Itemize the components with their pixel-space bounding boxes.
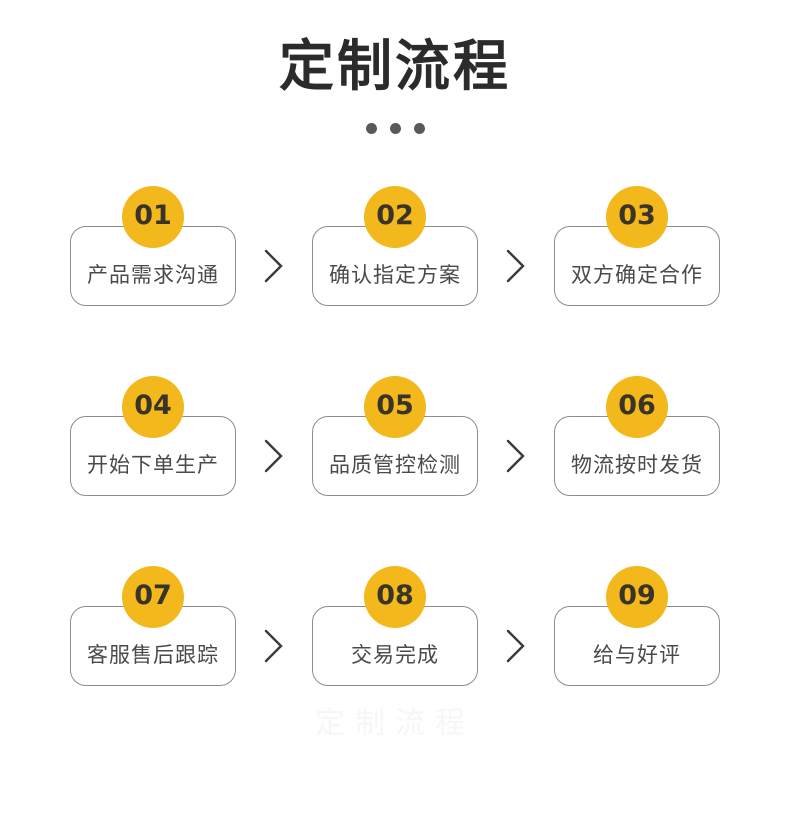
step-number-badge: 02 [364, 185, 426, 248]
process-steps-grid: 01 产品需求沟通 02 确认指定方案 [0, 185, 790, 756]
chevron-right-icon [264, 629, 283, 662]
step-label: 确认指定方案 [329, 263, 461, 287]
process-step-row: 07 客服售后跟踪 08 交易完成 [0, 565, 790, 756]
process-step-09[interactable]: 09 给与好评 [554, 565, 720, 706]
step-separator [478, 376, 554, 516]
step-number-badge: 04 [122, 375, 184, 438]
chevron-right-icon [506, 249, 525, 282]
step-number: 08 [376, 580, 414, 611]
step-number-badge: 01 [122, 185, 184, 248]
process-step-04[interactable]: 04 开始下单生产 [70, 375, 236, 516]
step-number-badge: 06 [606, 375, 668, 438]
step-label: 客服售后跟踪 [87, 643, 219, 667]
divider-dot-icon [389, 122, 401, 134]
process-step-07[interactable]: 07 客服售后跟踪 [70, 565, 236, 706]
step-number: 07 [134, 580, 172, 611]
process-step-05[interactable]: 05 品质管控检测 [312, 375, 478, 516]
page-title: 定制流程 [278, 34, 511, 98]
chevron-right-icon [264, 249, 283, 282]
step-separator [478, 186, 554, 326]
process-step-08[interactable]: 08 交易完成 [312, 565, 478, 706]
step-label: 双方确定合作 [571, 263, 703, 287]
divider-dot-icon [365, 122, 377, 134]
step-separator [236, 186, 312, 326]
step-label: 物流按时发货 [571, 453, 703, 477]
step-separator [236, 566, 312, 706]
step-number-badge: 09 [606, 565, 668, 628]
step-number: 09 [618, 580, 656, 611]
step-number-badge: 08 [364, 565, 426, 628]
process-step-01[interactable]: 01 产品需求沟通 [70, 185, 236, 326]
step-label: 给与好评 [593, 643, 681, 667]
chevron-right-icon [506, 629, 525, 662]
step-label: 品质管控检测 [329, 453, 461, 477]
step-label: 开始下单生产 [87, 453, 219, 477]
step-separator [236, 376, 312, 516]
process-step-02[interactable]: 02 确认指定方案 [312, 185, 478, 326]
chevron-right-icon [506, 439, 525, 472]
dot-divider [0, 122, 790, 134]
page-header: 定制流程 [0, 0, 790, 134]
step-label: 产品需求沟通 [87, 263, 219, 287]
process-step-03[interactable]: 03 双方确定合作 [554, 185, 720, 326]
step-number: 03 [618, 200, 656, 231]
step-number: 05 [376, 390, 414, 421]
chevron-right-icon [264, 439, 283, 472]
divider-dot-icon [413, 122, 425, 134]
step-number-badge: 07 [122, 565, 184, 628]
step-separator [478, 566, 554, 706]
step-number: 06 [618, 390, 656, 421]
step-number: 04 [134, 390, 172, 421]
process-step-06[interactable]: 06 物流按时发货 [554, 375, 720, 516]
step-number: 02 [376, 200, 414, 231]
step-label: 交易完成 [351, 643, 439, 667]
process-step-row: 04 开始下单生产 05 品质管控检测 [0, 375, 790, 566]
process-step-row: 01 产品需求沟通 02 确认指定方案 [0, 185, 790, 376]
step-number-badge: 05 [364, 375, 426, 438]
step-number: 01 [134, 200, 172, 231]
step-number-badge: 03 [606, 185, 668, 248]
